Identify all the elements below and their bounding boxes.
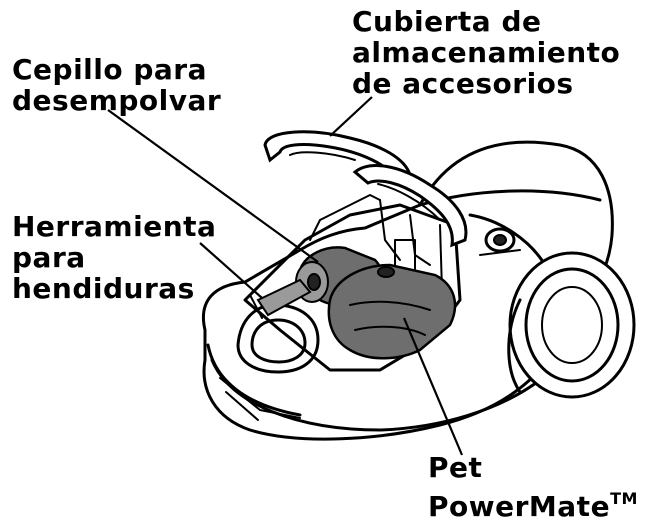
label-crevice-tool-line-2: para: [12, 241, 86, 274]
label-dusting-brush-line-2: desempolvar: [12, 84, 222, 117]
trademark-mark: TM: [610, 489, 638, 508]
label-pet-powermate-line-2: PowerMateTM: [428, 483, 638, 522]
label-pet-powermate-line-1: Pet: [428, 451, 483, 484]
crevice-tool: [249, 278, 312, 319]
power-button: [479, 227, 521, 256]
label-storage-cover-line-1: Cubierta de: [352, 5, 542, 38]
label-storage-cover: Cubierta de almacenamiento de accesorios: [352, 6, 620, 99]
label-dusting-brush-line-1: Cepillo para: [12, 53, 207, 86]
leader-lines: [107, 96, 464, 456]
label-pet-powermate-name: PowerMate: [428, 490, 611, 523]
pet-powermate-tool: [327, 263, 457, 360]
rear-wheel: [507, 251, 636, 399]
leader-line-brush: [107, 109, 319, 263]
hose-port: [236, 303, 320, 374]
label-storage-cover-line-2: almacenamiento: [352, 36, 621, 69]
label-storage-cover-line-3: de accesorios: [352, 67, 574, 100]
storage-cover-lid: [263, 130, 468, 248]
leader-line-cover: [329, 96, 373, 137]
leader-line-pet: [402, 317, 464, 456]
label-pet-powermate: Pet PowerMateTM: [428, 452, 638, 522]
label-dusting-brush: Cepillo para desempolvar: [12, 54, 221, 116]
label-crevice-tool: Herramienta para hendiduras: [12, 211, 216, 304]
leader-line-crevice: [199, 242, 263, 299]
label-crevice-tool-line-1: Herramienta: [12, 210, 217, 243]
label-crevice-tool-line-3: hendiduras: [12, 272, 195, 305]
